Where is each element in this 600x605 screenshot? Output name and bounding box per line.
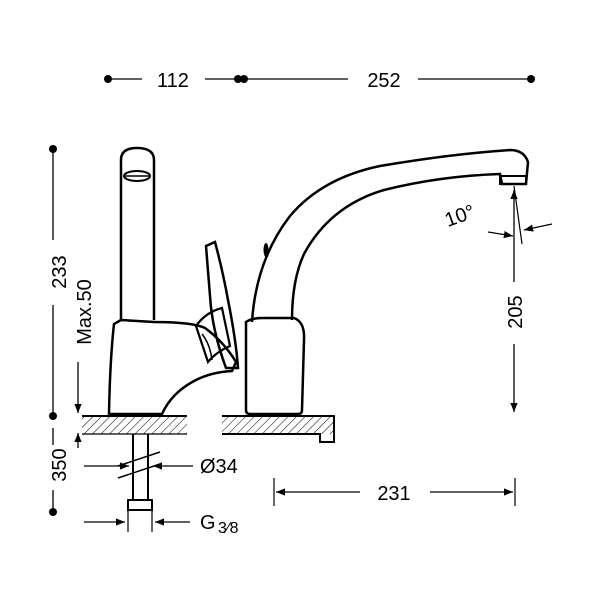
thread-dimension: G 3⁄8 <box>84 510 239 537</box>
dim-diameter-34: Ø34 <box>200 456 238 478</box>
countertop <box>82 415 335 443</box>
dim-252: 252 <box>367 70 400 92</box>
dim-10-degrees: 10° <box>442 201 478 232</box>
mixer-body <box>107 146 240 416</box>
hole-diameter-dimension: Ø34 <box>84 456 238 478</box>
dim-112: 112 <box>157 70 189 92</box>
dim-max-50: Max.50 <box>74 279 96 345</box>
dim-dot <box>234 75 242 83</box>
dim-233: 233 <box>49 255 71 288</box>
tail-pipe <box>117 434 161 511</box>
top-dimension: 112 252 <box>104 70 535 92</box>
dim-350: 350 <box>49 448 71 481</box>
dim-thread-fraction: 3⁄8 <box>218 520 239 537</box>
left-dimensions: 233 Max.50 350 <box>49 145 96 516</box>
dim-205: 205 <box>505 295 527 328</box>
dim-dot <box>104 75 112 83</box>
spout-assembly <box>244 148 530 416</box>
spout-angle-dimension: 10° <box>442 185 553 245</box>
dim-dot <box>527 75 535 83</box>
dim-thread-g: G <box>200 512 216 534</box>
spout-height-dimension: 205 <box>505 190 527 412</box>
dim-dot <box>240 75 248 83</box>
dim-231: 231 <box>377 483 410 505</box>
spout-reach-dimension: 231 <box>273 478 516 506</box>
